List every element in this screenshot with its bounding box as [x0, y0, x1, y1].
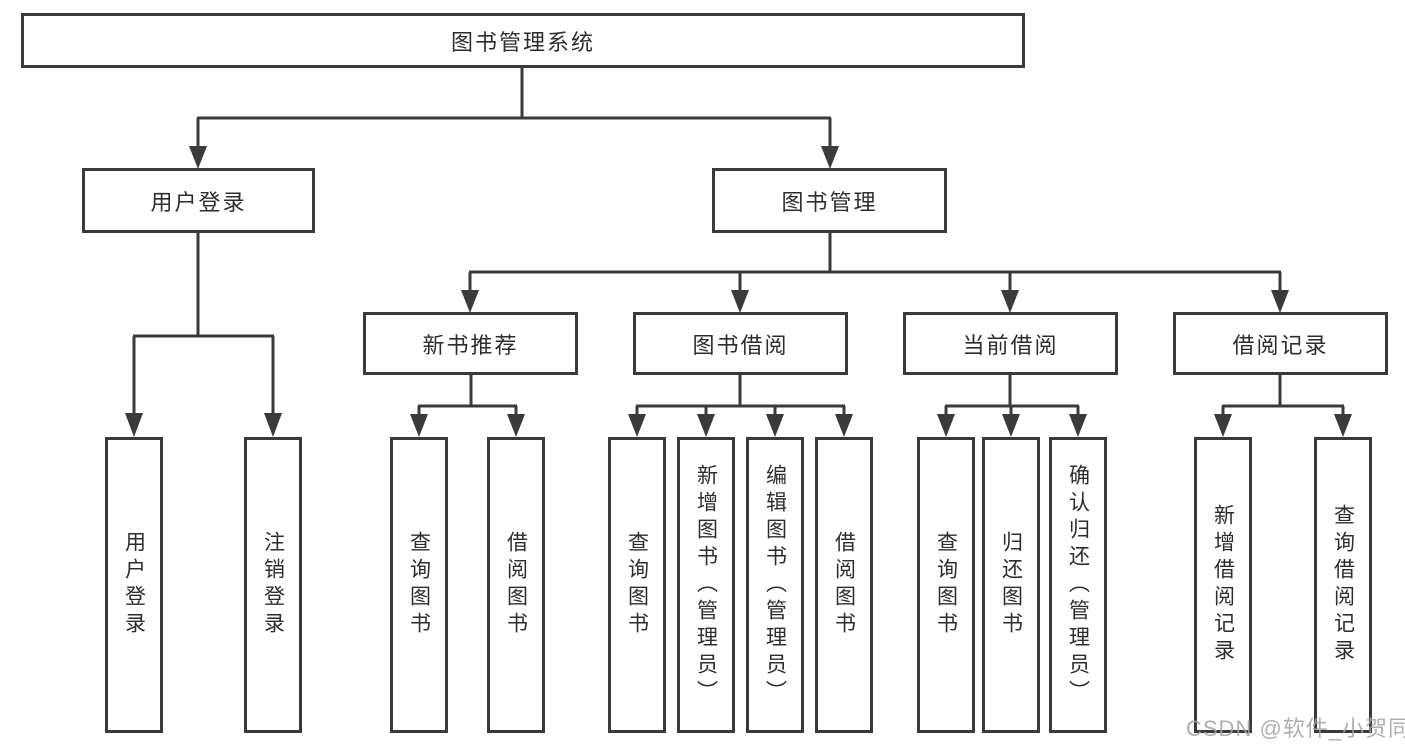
- node-user-login-label: 用户登录: [150, 189, 247, 215]
- leaf-borrow-books: 借阅图书: [815, 437, 873, 733]
- leaf-add-borrow-record-label: 新增借阅记录: [1211, 504, 1235, 666]
- leaf-borrow-books-label: 借阅图书: [832, 531, 856, 639]
- leaf-confirm-return-admin: 确认归还（管理员）: [1049, 437, 1107, 733]
- node-user-login: 用户登录: [82, 168, 315, 233]
- node-book-mgmt: 图书管理: [712, 168, 947, 233]
- leaf-confirm-return-admin-label: 确认归还（管理员）: [1066, 463, 1090, 707]
- node-new-book-recommend: 新书推荐: [363, 312, 578, 375]
- leaf-edit-book-admin: 编辑图书（管理员）: [746, 437, 804, 733]
- leaf-add-borrow-record: 新增借阅记录: [1194, 437, 1252, 733]
- leaf-query-books-current-label: 查询图书: [934, 531, 958, 639]
- csdn-watermark: CSDN @软件_小贺同学: [1186, 716, 1405, 741]
- root-node: 图书管理系统: [21, 13, 1025, 68]
- node-book-mgmt-label: 图书管理: [781, 189, 878, 215]
- node-current-borrow-label: 当前借阅: [962, 332, 1059, 358]
- root-node-label: 图书管理系统: [450, 29, 595, 55]
- leaf-borrow-books-recommend-label: 借阅图书: [504, 531, 528, 639]
- leaf-query-books-borrow-label: 查询图书: [625, 531, 649, 639]
- node-book-borrow-label: 图书借阅: [692, 332, 789, 358]
- node-current-borrow: 当前借阅: [903, 312, 1118, 375]
- leaf-return-book: 归还图书: [982, 437, 1040, 733]
- leaf-logout: 注销登录: [244, 437, 302, 733]
- leaf-query-books-current: 查询图书: [917, 437, 975, 733]
- leaf-user-login-label: 用户登录: [122, 531, 146, 639]
- leaf-query-books-borrow: 查询图书: [608, 437, 666, 733]
- node-new-book-recommend-label: 新书推荐: [422, 332, 519, 358]
- leaf-logout-label: 注销登录: [261, 531, 285, 639]
- node-book-borrow: 图书借阅: [633, 312, 848, 375]
- leaf-add-book-admin: 新增图书（管理员）: [677, 437, 735, 733]
- leaf-query-borrow-record-label: 查询借阅记录: [1331, 504, 1355, 666]
- leaf-add-book-admin-label: 新增图书（管理员）: [694, 463, 718, 707]
- leaf-return-book-label: 归还图书: [999, 531, 1023, 639]
- leaf-query-borrow-record: 查询借阅记录: [1314, 437, 1372, 733]
- leaf-query-books-recommend-label: 查询图书: [407, 531, 431, 639]
- arrowheads: [125, 146, 1352, 437]
- leaf-user-login: 用户登录: [105, 437, 163, 733]
- leaf-query-books-recommend: 查询图书: [390, 437, 448, 733]
- node-borrow-records: 借阅记录: [1173, 312, 1388, 375]
- leaf-edit-book-admin-label: 编辑图书（管理员）: [763, 463, 787, 707]
- leaf-borrow-books-recommend: 借阅图书: [487, 437, 545, 733]
- node-borrow-records-label: 借阅记录: [1232, 332, 1329, 358]
